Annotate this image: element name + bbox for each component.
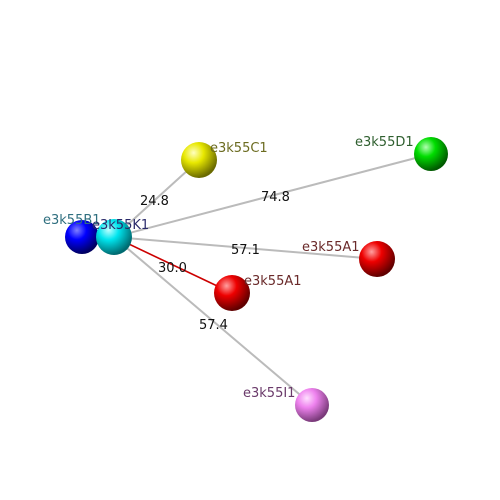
edge-label: 57.1 (231, 243, 260, 258)
edge-k1-i1 (113, 236, 313, 406)
node-label-i1: e3k55I1 (243, 386, 295, 401)
nodes-layer (65, 137, 448, 422)
edge-k1-a1_far (113, 236, 378, 260)
edge-label: 74.8 (261, 190, 290, 205)
node-label-c1: e3k55C1 (210, 141, 268, 156)
node-label-a1_far: e3k55A1 (302, 240, 360, 255)
edge-k1-c1 (113, 159, 200, 238)
edge-label: 57.4 (199, 318, 228, 333)
node-i1[interactable] (295, 388, 329, 422)
edge-labels-layer: 24.8 74.8 57.1 30.0 57.4 (140, 190, 290, 333)
node-d1[interactable] (414, 137, 448, 171)
node-b1[interactable] (65, 220, 99, 254)
node-label-d1: e3k55D1 (355, 135, 414, 150)
edge-k1-a1_near (113, 236, 233, 294)
edge-k1-d1 (113, 153, 432, 238)
node-k1[interactable] (96, 219, 132, 255)
node-label-a1_near: e3k55A1 (244, 274, 302, 289)
node-label-k1: e3k55K1 (92, 218, 149, 233)
node-c1[interactable] (181, 142, 217, 178)
node-a1_far[interactable] (359, 241, 395, 277)
edge-label: 30.0 (158, 261, 187, 276)
edge-label: 24.8 (140, 194, 169, 209)
node-label-b1: e3k55B1 (43, 213, 101, 228)
node-a1_near[interactable] (214, 275, 250, 311)
